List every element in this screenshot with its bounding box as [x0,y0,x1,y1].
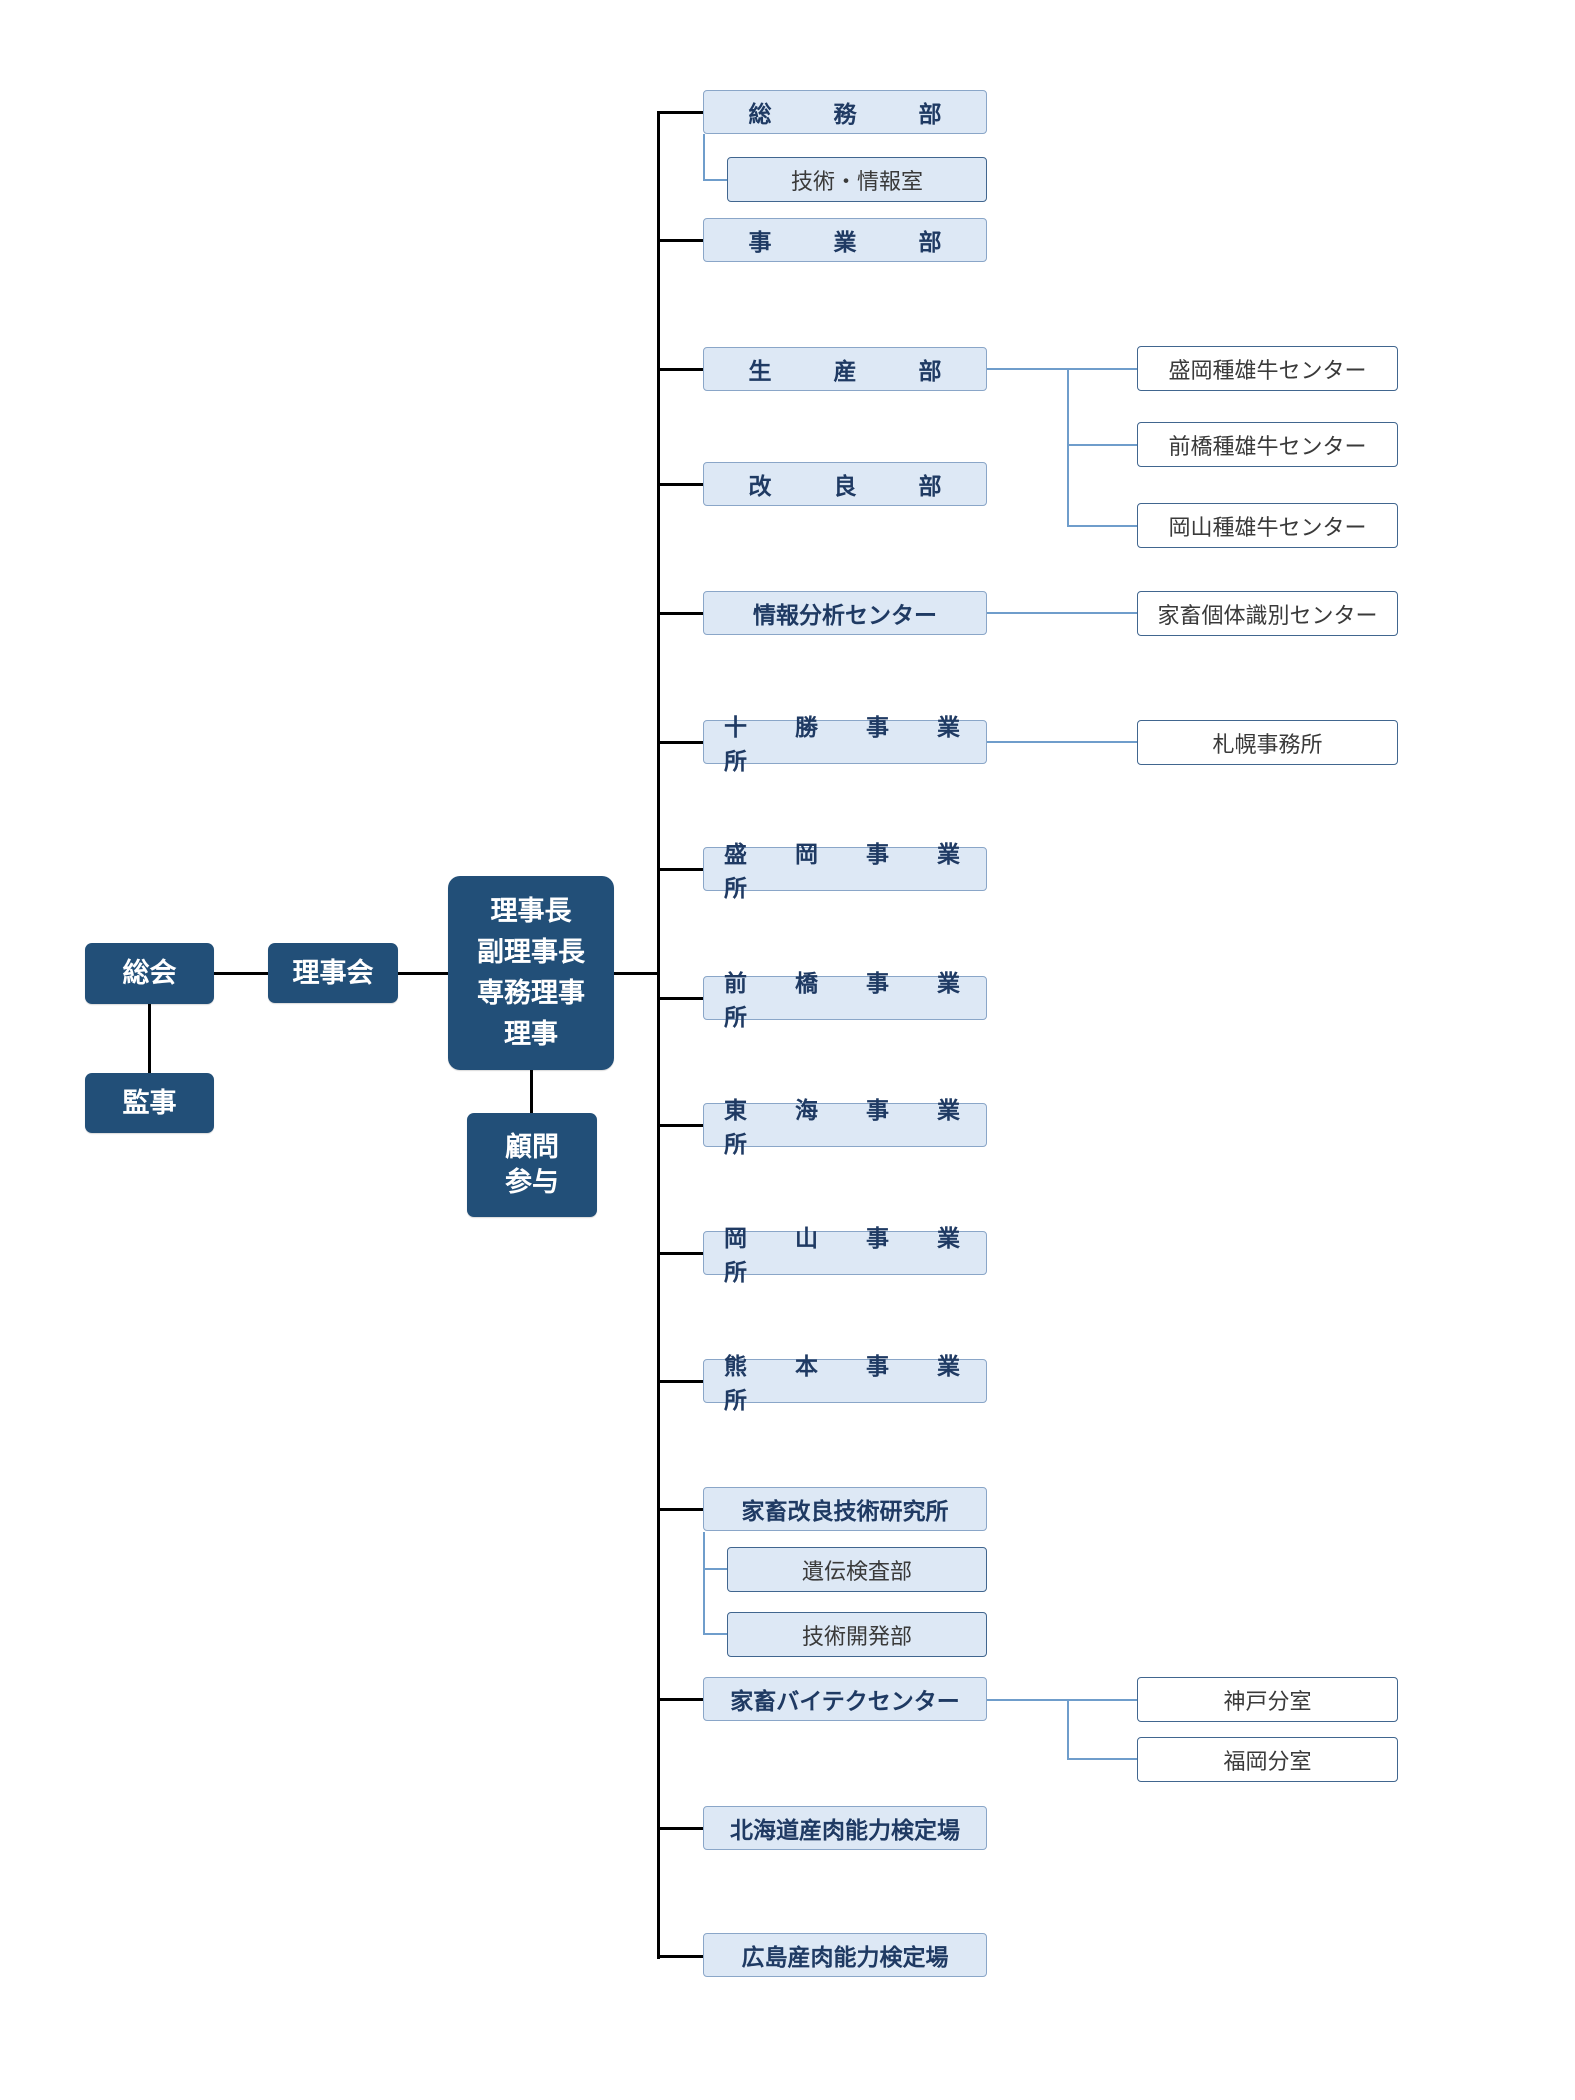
dept-label: 遺伝検査部 [801,1559,912,1585]
sub-connector [1067,444,1137,446]
dept-gijutsu-kaihatsu: 技術開発部 [727,1612,987,1657]
sub-connector [703,134,705,181]
branch-label: 神戸分室 [1223,1689,1312,1715]
branch-label: 札幌事務所 [1212,732,1323,758]
dept-morioka: 盛 岡 事 業 所 [703,842,987,902]
dept-label: 広島産肉能力検定場 [741,1945,949,1971]
executive-label: 専務理事 [477,978,585,1009]
dept-somu: 総 務 部 [703,90,987,134]
dept-label: 技術開発部 [801,1624,912,1650]
dept-gijutsu-joho: 技術・情報室 [727,157,987,202]
dept-tokai: 東 海 事 業 所 [703,1098,987,1158]
auditor-label: 監事 [122,1087,177,1119]
stub [657,1252,703,1255]
board-box: 理事会 [268,943,398,1003]
main-trunk-line [657,111,660,1959]
dept-label: 生 産 部 [748,359,969,385]
branch-fukuoka: 福岡分室 [1137,1737,1398,1782]
branch-label: 盛岡種雄牛センター [1168,358,1367,384]
stub [657,239,703,242]
sub-connector [1067,1699,1069,1760]
dept-label: 東 海 事 業 所 [724,1098,981,1158]
sub-connector [1067,525,1137,527]
branch-livestock-id: 家畜個体識別センター [1137,591,1398,636]
dept-hiroshima: 広島産肉能力検定場 [703,1933,987,1977]
sub-connector [1067,1758,1137,1760]
branch-morioka-bull: 盛岡種雄牛センター [1137,346,1398,391]
sub-connector [987,741,1137,743]
dept-kenkyujo: 家畜改良技術研究所 [703,1487,987,1531]
sub-connector [703,1532,705,1635]
dept-tokachi: 十 勝 事 業 所 [703,715,987,775]
stub [657,111,703,114]
auditor-box: 監事 [85,1073,214,1133]
dept-maebashi: 前 橋 事 業 所 [703,971,987,1031]
stub [657,1698,703,1701]
advisor-label: 顧問 [505,1132,559,1163]
dept-jigyo: 事 業 部 [703,218,987,262]
sub-connector [703,1633,727,1635]
executive-label: 理事長 [490,896,572,927]
advisor-label: 参与 [505,1167,559,1198]
executives-box: 理事長 副理事長 専務理事 理事 [448,876,614,1070]
stub [657,1955,703,1958]
sub-connector [703,1568,727,1570]
sub-connector [987,368,1137,370]
stub [657,868,703,871]
sub-connector [703,179,727,181]
connector-exec-trunk [614,972,659,975]
sub-connector [1067,368,1069,527]
dept-label: 技術・情報室 [790,169,923,195]
dept-label: 前 橋 事 業 所 [724,971,981,1031]
dept-label: 熊 本 事 業 所 [724,1354,981,1414]
dept-joho-bunseki: 情報分析センター [703,591,987,635]
stub [657,1380,703,1383]
dept-label: 十 勝 事 業 所 [724,715,981,775]
dept-label: 盛 岡 事 業 所 [724,842,981,902]
dept-label: 事 業 部 [748,230,969,256]
dept-okayama: 岡 山 事 業 所 [703,1226,987,1286]
dept-label: 総 務 部 [748,102,969,128]
executive-label: 副理事長 [477,937,585,968]
connector-board-exec [398,972,448,975]
dept-iden-kensa: 遺伝検査部 [727,1547,987,1592]
branch-maebashi-bull: 前橋種雄牛センター [1137,422,1398,467]
stub [657,1827,703,1830]
stub [657,1508,703,1511]
branch-okayama-bull: 岡山種雄牛センター [1137,503,1398,548]
executive-label: 理事 [504,1019,558,1050]
stub [657,483,703,486]
advisors-box: 顧問 参与 [467,1113,597,1217]
dept-biotech: 家畜バイテクセンター [703,1677,987,1721]
dept-label: 北海道産肉能力検定場 [730,1818,960,1844]
general-assembly-box: 総会 [85,943,214,1004]
dept-label: 家畜バイテクセンター [730,1689,960,1715]
connector-exec-advisors [530,1070,533,1113]
dept-kumamoto: 熊 本 事 業 所 [703,1354,987,1414]
stub [657,612,703,615]
dept-seisan: 生 産 部 [703,347,987,391]
branch-label: 岡山種雄牛センター [1168,515,1367,541]
connector-assembly-auditor [148,1004,151,1073]
branch-label: 家畜個体識別センター [1157,603,1378,629]
branch-sapporo: 札幌事務所 [1137,720,1398,765]
general-assembly-label: 総会 [122,958,177,989]
sub-connector [987,612,1137,614]
sub-connector [987,1699,1137,1701]
board-label: 理事会 [292,957,374,989]
stub [657,1124,703,1127]
branch-label: 福岡分室 [1223,1749,1312,1775]
stub [657,997,703,1000]
stub [657,741,703,744]
connector-assembly-board [214,972,268,975]
dept-label: 情報分析センター [753,603,937,629]
branch-label: 前橋種雄牛センター [1168,434,1367,460]
dept-kairyo: 改 良 部 [703,462,987,506]
dept-label: 岡 山 事 業 所 [724,1226,981,1286]
branch-kobe: 神戸分室 [1137,1677,1398,1722]
stub [657,368,703,371]
dept-label: 家畜改良技術研究所 [741,1499,949,1525]
dept-hokkaido: 北海道産肉能力検定場 [703,1806,987,1850]
dept-label: 改 良 部 [748,474,969,500]
